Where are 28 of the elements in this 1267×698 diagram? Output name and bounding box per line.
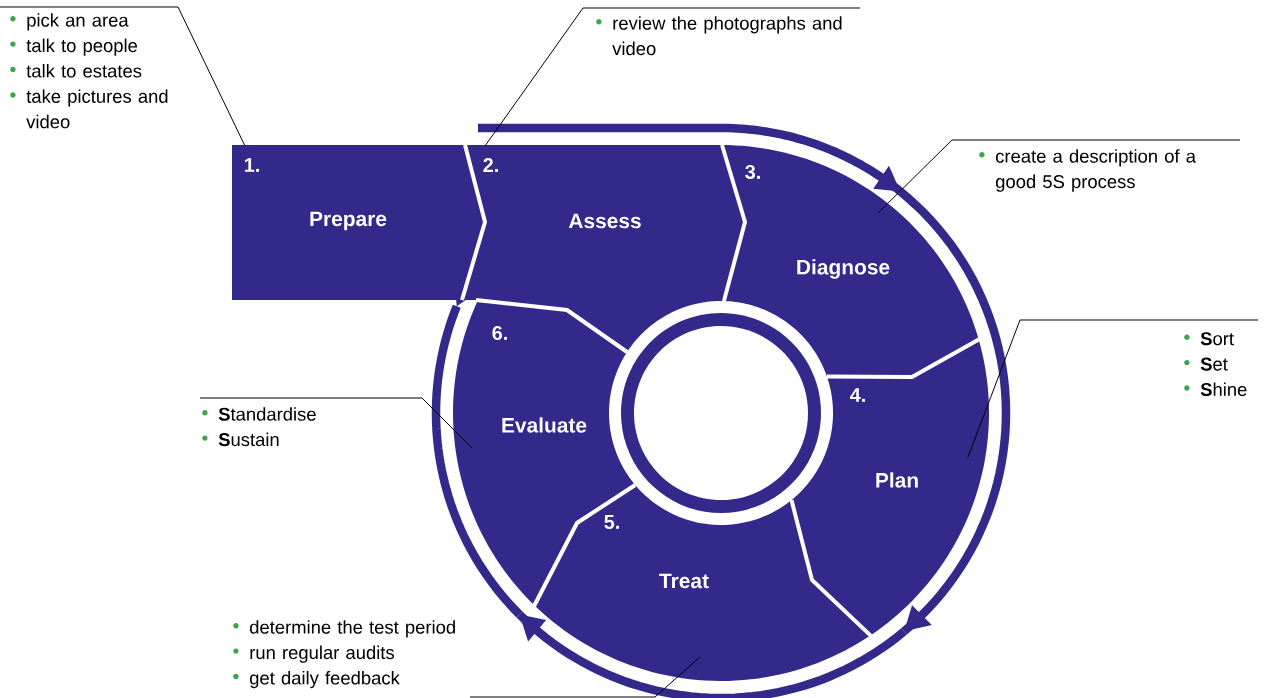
node-label: determine the test period xyxy=(249,620,455,638)
leader-line xyxy=(199,397,473,449)
bullet-list: review the photographs and video xyxy=(596,16,842,56)
node-label: Set xyxy=(1200,357,1228,371)
node-label: talk to estates xyxy=(26,64,142,78)
leader-line xyxy=(967,319,1259,458)
bullet-list: pick an area talk to people talk to estates take pictures and video xyxy=(10,13,168,129)
node-label: pick an area xyxy=(27,13,129,31)
stage-segment: 3. Diagnose xyxy=(721,145,979,377)
node-label: take pictures and video xyxy=(26,89,168,129)
leader-line xyxy=(877,139,1241,214)
stage-segment: 4. Plan xyxy=(791,339,989,636)
stage-segment: 5. Treat xyxy=(534,485,871,681)
node-label: run regular audits xyxy=(250,645,394,663)
bullet-list: determine the test period run regular audits get daily feedback xyxy=(233,620,455,689)
node-label: Prepare xyxy=(310,211,387,231)
leader-line xyxy=(484,7,861,147)
node-label: Sort xyxy=(1200,332,1234,346)
node-label: Shine xyxy=(1200,382,1247,397)
bullet-list: Standardise Sustain xyxy=(202,407,316,447)
node-label: Sustain xyxy=(218,432,279,447)
bullet-list: Sort Set Shine xyxy=(1184,332,1247,397)
node-label: get daily feedback xyxy=(249,671,400,689)
leader-line xyxy=(0,6,246,147)
bullet-list: create a description of a good 5S process xyxy=(979,149,1196,192)
node-label: Standardise xyxy=(218,407,316,421)
node-label: talk to people xyxy=(26,38,138,56)
node-label: 1. xyxy=(244,158,259,172)
